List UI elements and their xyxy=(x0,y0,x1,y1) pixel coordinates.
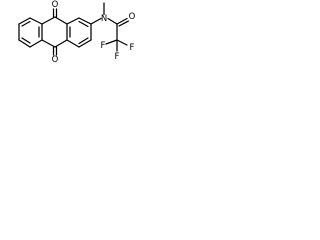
bond xyxy=(116,39,128,46)
bond xyxy=(54,39,68,48)
bond xyxy=(18,39,31,48)
fluorine-top-label: F xyxy=(130,43,135,53)
atom-labels: O O N O F F F xyxy=(52,0,136,65)
bond xyxy=(29,39,43,48)
nitrogen-label: N xyxy=(101,14,107,24)
bond xyxy=(118,20,130,27)
bond xyxy=(116,17,128,25)
bond xyxy=(78,37,89,45)
bond xyxy=(41,39,56,48)
molecule-structure: O O N O F F F xyxy=(18,0,136,65)
oxygen-top-label: O xyxy=(52,0,59,10)
bond xyxy=(29,17,43,25)
bond xyxy=(41,16,56,25)
bond xyxy=(107,17,118,25)
bond xyxy=(21,37,31,44)
fluorine-bottom-label: F xyxy=(115,52,120,62)
bond-lines xyxy=(18,2,130,56)
bond xyxy=(66,17,80,25)
oxygen-amide-label: O xyxy=(129,12,136,22)
oxygen-bottom-label: O xyxy=(52,55,59,65)
bond xyxy=(18,17,31,25)
bond xyxy=(78,17,92,25)
bond xyxy=(90,17,102,25)
bond xyxy=(105,39,118,45)
bond xyxy=(66,39,80,48)
bond xyxy=(78,20,89,28)
bond xyxy=(21,20,31,27)
fluorine-left-label: F xyxy=(101,41,106,51)
bond xyxy=(78,39,92,48)
bond xyxy=(54,16,68,25)
